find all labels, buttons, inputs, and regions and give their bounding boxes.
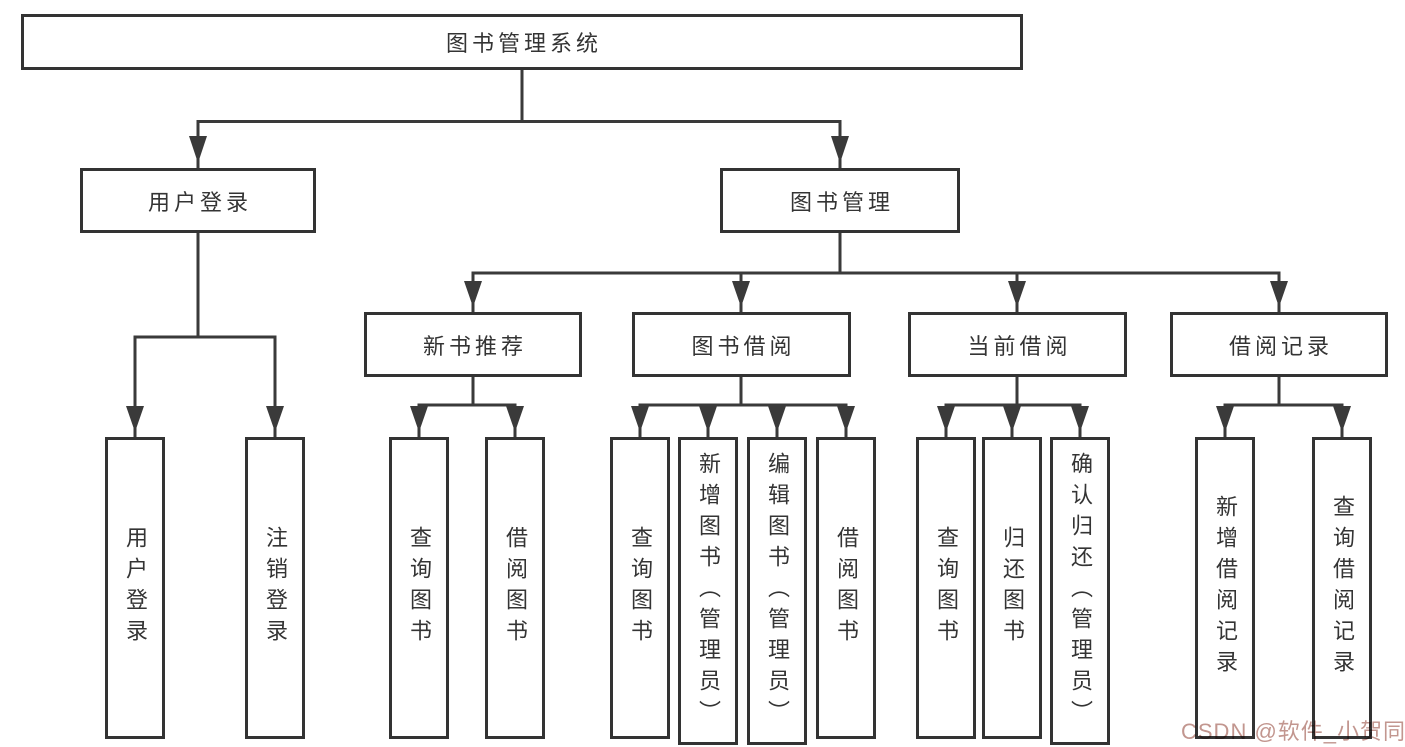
node-leaf-nbr-query: 查询图书 — [389, 437, 449, 739]
node-leaf-cb-query: 查询图书 — [916, 437, 976, 739]
node-current-borrow: 当前借阅 — [908, 312, 1127, 377]
csdn-watermark: CSDN @软件_小贺同学 — [1181, 719, 1405, 744]
node-leaf-br-query: 查询借阅记录 — [1312, 437, 1372, 739]
node-leaf-br-add: 新增借阅记录 — [1195, 437, 1255, 739]
node-leaf-logout: 注销登录 — [245, 437, 305, 739]
edge-group-current-borrow — [937, 377, 1089, 437]
node-leaf-cb-return: 归还图书 — [982, 437, 1042, 739]
node-leaf-bb-edit: 编辑图书（管理员） — [747, 437, 807, 745]
node-book-borrow: 图书借阅 — [632, 312, 851, 377]
node-leaf-bb-add: 新增图书（管理员） — [678, 437, 738, 745]
edge-group-book-mgmt — [464, 233, 1288, 312]
node-book-mgmt: 图书管理 — [720, 168, 960, 233]
node-leaf-bb-query: 查询图书 — [610, 437, 670, 739]
edge-group-new-book-rec — [410, 377, 524, 437]
node-borrow-record: 借阅记录 — [1170, 312, 1388, 377]
node-leaf-nbr-borrow: 借阅图书 — [485, 437, 545, 739]
node-new-book-rec: 新书推荐 — [364, 312, 582, 377]
node-root: 图书管理系统 — [21, 14, 1023, 70]
node-user-login: 用户登录 — [80, 168, 316, 233]
edge-group-root — [189, 70, 849, 168]
node-leaf-user-login: 用户登录 — [105, 437, 165, 739]
node-leaf-bb-borrow: 借阅图书 — [816, 437, 876, 739]
node-leaf-cb-confirm: 确认归还（管理员） — [1050, 437, 1110, 745]
edge-group-user-login — [126, 233, 284, 437]
edge-group-book-borrow — [631, 377, 855, 437]
edge-group-borrow-record — [1216, 377, 1351, 437]
